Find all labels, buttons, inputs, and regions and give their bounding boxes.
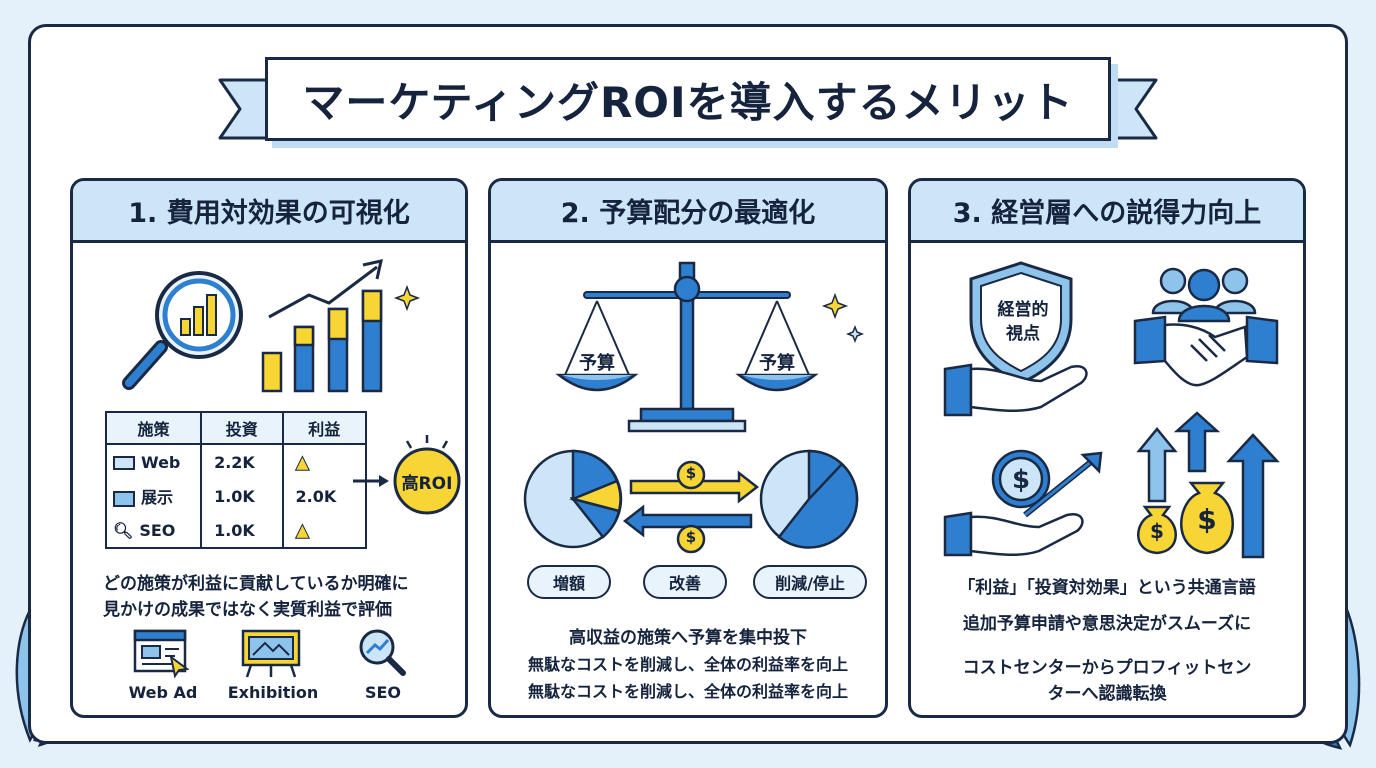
channel-label: SEO — [364, 683, 402, 702]
panel-heading: 3. 経営層への説得力向上 — [952, 198, 1262, 229]
table-row: 🔍︎SEO 1.0K ▲ — [104, 513, 368, 548]
pie-reallocation-icon — [523, 449, 859, 554]
seo-icon — [359, 629, 406, 676]
panel-text-line: ターへ認識転換 — [1047, 684, 1167, 704]
swap-arrows — [622, 460, 760, 554]
arrow-to-roi-icon — [353, 435, 461, 515]
panel-text-line: 無駄なコストを削減し、全体の利益率を向上 — [527, 682, 848, 701]
pie-before — [523, 449, 623, 549]
table-header: 施策 — [104, 410, 203, 446]
exhibition-icon — [241, 629, 301, 678]
panel-text-line: 無駄なコストを削減し、全体の利益率を向上 — [527, 655, 848, 674]
scale-pan-label: 予算 — [759, 353, 795, 374]
coin-growth-hand-icon — [943, 449, 1103, 557]
handshake-team-icon — [1133, 267, 1279, 387]
table-header: 投資 — [200, 410, 284, 446]
panel-header: 1. 費用対効果の可視化 — [73, 181, 465, 243]
channel-label: Web Ad — [128, 683, 198, 702]
profit-cell: 2.0K — [281, 478, 368, 514]
shield-text: 経営的 — [997, 300, 1049, 320]
dollar-icon: $ — [1150, 519, 1164, 543]
roi-table: 施策 投資 利益 Web 2.2K ▲ 展示 1.0K 2.0K 🔍︎SEO 1… — [104, 410, 368, 549]
panel-header: 3. 経営層への説得力向上 — [911, 181, 1303, 243]
panel-executive-persuasion: 3. 経営層への説得力向上 経営的 視点 — [908, 178, 1306, 718]
panel-heading: 1. 費用対効果の可視化 — [128, 198, 410, 229]
panel-text-line: 「利益」「投資対効果」という共通言語 — [958, 578, 1256, 598]
money-bags-growth-icon — [1136, 411, 1280, 559]
row-label: 展示 — [141, 488, 174, 508]
web-ad-icon — [133, 629, 190, 679]
dollar-icon: $ — [1197, 503, 1217, 536]
panel-text-line: どの施策が利益に貢献しているか明確に — [103, 574, 409, 594]
row-label: SEO — [139, 520, 176, 540]
investment-cell: 2.2K — [200, 444, 284, 479]
pie-after — [759, 449, 859, 549]
row-label: Web — [141, 452, 181, 472]
panel-header: 2. 予算配分の最適化 — [491, 181, 885, 243]
panel-text-line: 追加予算申請や意思決定がスムーズに — [962, 614, 1252, 634]
action-pill-reduce: 削減/停止 — [753, 565, 867, 599]
action-pill-increase: 増額 — [527, 565, 611, 599]
growth-bar-chart-icon — [261, 259, 421, 393]
title-banner: マーケティングROIを導入するメリット — [265, 57, 1111, 141]
scale-pan-label: 予算 — [579, 353, 615, 374]
panel-cost-visibility: 1. 費用対効果の可視化 施策 投資 利益 Web 2.2K ▲ — [70, 178, 468, 718]
search-icon: 🔍︎ — [113, 520, 134, 540]
magnifier-chart-icon — [122, 271, 243, 390]
investment-cell: 1.0K — [200, 513, 284, 548]
panel-heading: 2. 予算配分の最適化 — [560, 198, 816, 229]
shield-text: 視点 — [1006, 324, 1040, 344]
page-title: マーケティングROIを導入するメリット — [302, 77, 1074, 127]
title-ribbon — [218, 78, 1158, 140]
panel-text-line: 高収益の施策へ予算を集中投下 — [569, 628, 807, 648]
image-icon — [113, 490, 135, 507]
dollar-icon: $ — [685, 464, 697, 482]
dollar-icon: $ — [1011, 465, 1031, 495]
up-arrow-icon: ▲ — [295, 451, 310, 473]
table-header: 利益 — [281, 410, 368, 446]
mail-icon — [113, 456, 135, 471]
panel-text-line: 見かけの成果ではなく実質利益で評価 — [103, 600, 392, 620]
panel-budget-optimization: 2. 予算配分の最適化 予算 予算 — [488, 178, 888, 718]
table-row: 展示 1.0K 2.0K — [104, 478, 368, 514]
shield-hand-icon — [943, 261, 1088, 417]
panel-text-line: コストセンターからプロフィットセン — [962, 658, 1252, 678]
channel-label: Exhibition — [227, 683, 319, 702]
up-arrow-icon: ▲ — [295, 519, 310, 541]
investment-cell: 1.0K — [200, 478, 284, 514]
balance-scale-icon — [555, 261, 865, 433]
action-pill-improve: 改善 — [643, 565, 727, 599]
dollar-icon: $ — [685, 528, 697, 546]
high-roi-badge: 高ROI — [401, 474, 453, 494]
table-row: Web 2.2K ▲ — [104, 444, 368, 479]
